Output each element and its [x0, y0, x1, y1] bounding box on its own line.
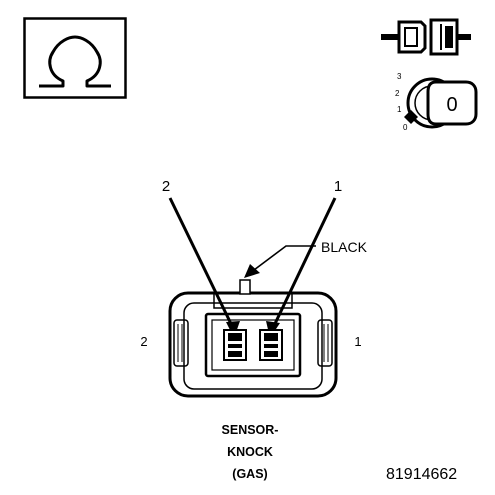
pin-callout-2: 2 — [162, 178, 170, 195]
ignition-position-1: 1 — [397, 105, 402, 114]
ohmmeter-symbol-box — [23, 17, 127, 99]
ignition-position-2: 2 — [395, 89, 400, 98]
terminal-cavity-1 — [259, 329, 283, 361]
connector-disconnect-icon — [375, 14, 475, 60]
knock-sensor-connector — [168, 279, 338, 398]
ignition-position-0: 0 — [403, 123, 408, 132]
connector-diagram: 2 1 BLACK 2 1 — [130, 170, 380, 405]
side-label-1: 1 — [354, 334, 361, 349]
caption-line-2: KNOCK — [227, 445, 273, 459]
pin-callout-1: 1 — [334, 178, 342, 195]
side-label-2: 2 — [140, 334, 147, 349]
figure-number: 81914662 — [386, 466, 458, 483]
ignition-key-icon: 3 2 1 0 0 — [392, 68, 492, 140]
ignition-position-3: 3 — [397, 72, 402, 81]
caption-line-3: (GAS) — [232, 467, 268, 481]
terminal-cavity-2 — [223, 329, 247, 361]
connector-color-label: BLACK — [321, 239, 368, 255]
ignition-key-label: 0 — [446, 94, 457, 116]
color-leader-arrow — [244, 245, 316, 278]
caption-line-1: SENSOR- — [221, 423, 279, 437]
ohm-symbol-icon — [23, 17, 127, 99]
